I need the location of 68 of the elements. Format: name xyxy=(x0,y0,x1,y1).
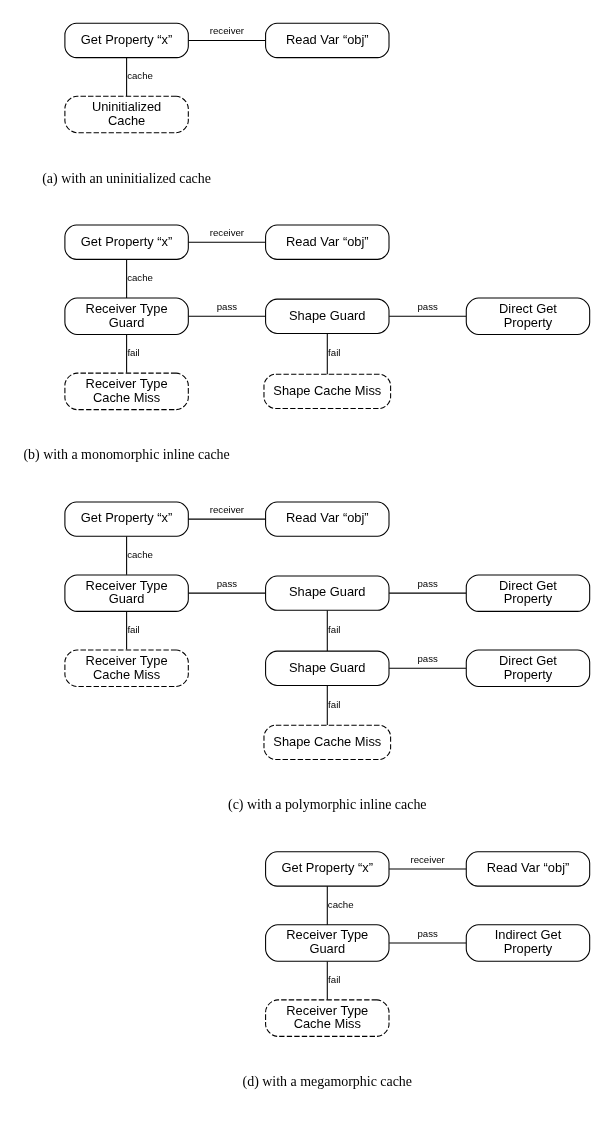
node-box: Shape Guard xyxy=(265,650,390,686)
edge-label: fail xyxy=(127,346,140,358)
edge-label: cache xyxy=(127,69,153,81)
connector xyxy=(326,332,328,375)
edge-label: fail xyxy=(328,623,341,635)
connector xyxy=(187,241,266,243)
node-box: Receiver Type Guard xyxy=(64,573,189,612)
node-box: Shape Guard xyxy=(265,574,390,611)
edge-label: receiver xyxy=(410,853,445,865)
node-box: Get Property “x” xyxy=(265,850,390,887)
node-box: Direct Get Property xyxy=(465,297,591,335)
connector xyxy=(187,518,266,520)
connector xyxy=(326,960,328,1000)
edge-label: cache xyxy=(327,898,354,910)
node-box: Shape Cache Miss xyxy=(263,724,392,760)
connector xyxy=(126,258,128,298)
node-box: Receiver Type Cache Miss xyxy=(265,998,390,1037)
node-box: Uninitialized Cache xyxy=(64,95,189,133)
connector xyxy=(187,592,266,594)
connector xyxy=(388,867,467,869)
connector xyxy=(388,592,467,594)
label: (a) with an uninitialized cache xyxy=(42,170,211,186)
node-box: Direct Get Property xyxy=(465,649,591,687)
connector xyxy=(326,609,328,652)
connector xyxy=(126,610,128,650)
edge-label: cache xyxy=(127,271,153,283)
edge-label: cache xyxy=(127,548,153,560)
connector xyxy=(326,885,328,925)
connector xyxy=(326,684,328,726)
connector xyxy=(388,315,467,317)
edge-label: fail xyxy=(127,623,140,635)
connector xyxy=(388,667,467,669)
edge-label: pass xyxy=(417,652,438,664)
node-box: Shape Cache Miss xyxy=(263,373,392,409)
connector xyxy=(126,535,128,575)
edge-label: pass xyxy=(417,577,438,589)
edge-label: fail xyxy=(328,346,341,358)
connector xyxy=(187,39,266,41)
edge-label: receiver xyxy=(209,226,245,238)
node-box: Get Property “x” xyxy=(64,500,189,537)
edge-label: pass xyxy=(216,577,238,589)
connector xyxy=(388,942,467,944)
node-box: Read Var “obj” xyxy=(265,224,390,260)
node-box: Indirect Get Property xyxy=(465,923,591,962)
node-box: Receiver Type Cache Miss xyxy=(64,649,189,687)
label: (d) with a megamorphic cache xyxy=(242,1073,413,1089)
edge-label: fail xyxy=(328,698,341,710)
edge-label: fail xyxy=(328,973,341,985)
node-box: Direct Get Property xyxy=(465,573,591,612)
node-box: Read Var “obj” xyxy=(265,22,390,58)
edge-label: pass xyxy=(216,300,238,312)
node-box: Receiver Type Cache Miss xyxy=(64,372,189,410)
node-box: Read Var “obj” xyxy=(265,500,390,537)
label: (c) with a polymorphic inline cache xyxy=(228,796,427,812)
node-box: Get Property “x” xyxy=(64,224,189,260)
edge-label: pass xyxy=(417,300,438,312)
label: (b) with a monomorphic inline cache xyxy=(23,446,230,462)
node-box: Receiver Type Guard xyxy=(64,297,189,335)
edge-label: receiver xyxy=(209,24,245,36)
node-box: Read Var “obj” xyxy=(465,850,591,887)
connector xyxy=(126,333,128,373)
edge-label: pass xyxy=(417,927,438,939)
connector xyxy=(126,56,128,97)
node-box: Shape Guard xyxy=(265,298,390,334)
connector xyxy=(187,315,266,317)
node-box: Get Property “x” xyxy=(64,22,189,58)
edge-label: receiver xyxy=(209,503,245,515)
node-box: Receiver Type Guard xyxy=(265,923,390,962)
